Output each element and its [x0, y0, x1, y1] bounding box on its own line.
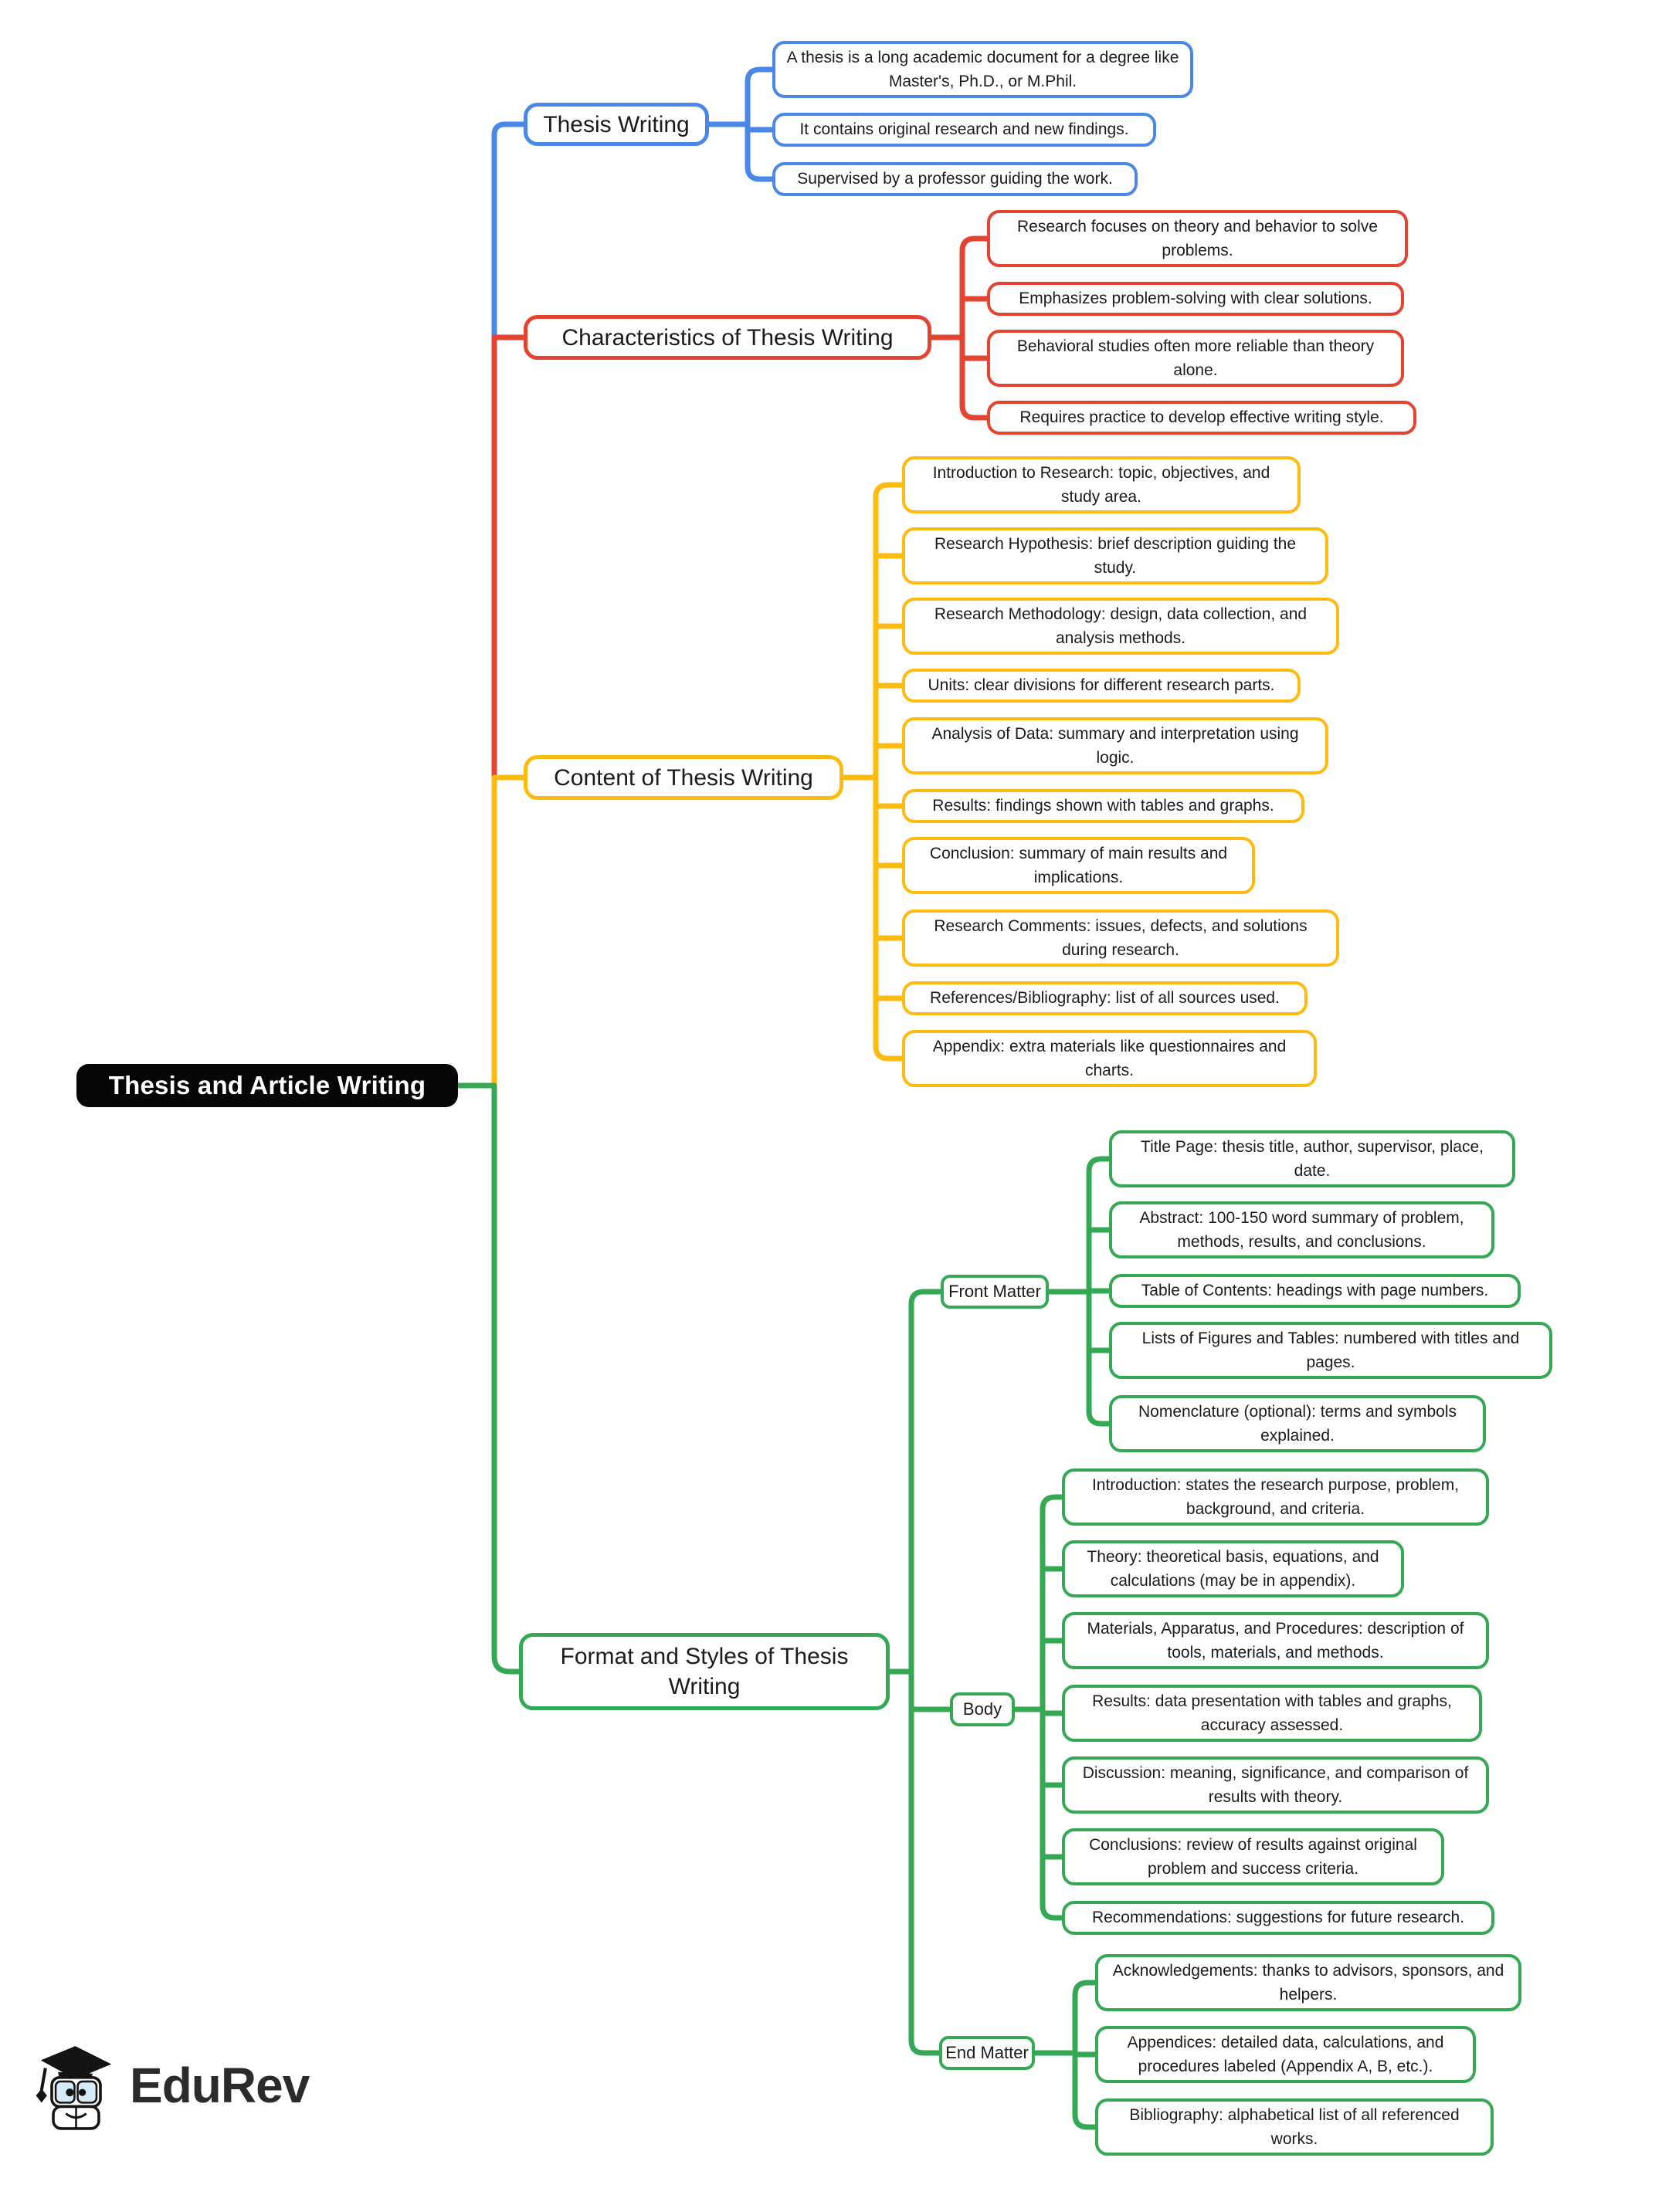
node-content-of-thesis-writing-child-text: Analysis of Data: summary and interpreta…	[931, 724, 1299, 767]
node-front-matter-child-text: Nomenclature (optional): terms and symbo…	[1138, 1402, 1457, 1445]
node-content-of-thesis-writing-child: Introduction to Research: topic, objecti…	[902, 456, 1301, 513]
node-thesis-writing-child: It contains original research and new fi…	[772, 113, 1156, 147]
node-content-of-thesis-writing-child: Research Hypothesis: brief description g…	[902, 527, 1328, 584]
node-front-matter-child-text: Abstract: 100-150 word summary of proble…	[1139, 1208, 1464, 1252]
node-body-child-text: Conclusions: review of results against o…	[1089, 1835, 1417, 1878]
connector-line	[745, 66, 772, 182]
connector-line	[908, 1289, 941, 2056]
branch-label-characteristics-of-thesis-writing-text: Characteristics of Thesis Writing	[561, 324, 894, 351]
node-content-of-thesis-writing-child-text: Research Methodology: design, data colle…	[934, 605, 1308, 648]
node-body-child: Results: data presentation with tables a…	[1062, 1685, 1482, 1742]
section-label-body: Body	[950, 1692, 1015, 1726]
node-characteristics-of-thesis-writing-child-text: Research focuses on theory and behavior …	[1017, 217, 1378, 260]
node-thesis-writing-child: Supervised by a professor guiding the wo…	[772, 162, 1138, 196]
node-front-matter-child-text: Title Page: thesis title, author, superv…	[1141, 1137, 1484, 1181]
node-end-matter-child: Bibliography: alphabetical list of all r…	[1095, 2099, 1494, 2156]
node-characteristics-of-thesis-writing-child: Emphasizes problem-solving with clear so…	[987, 282, 1404, 316]
section-label-end-matter: End Matter	[939, 2036, 1035, 2070]
connector-line	[491, 121, 524, 337]
branch-label-thesis-writing-text: Thesis Writing	[543, 111, 690, 137]
node-body-child-text: Theory: theoretical basis, equations, an…	[1087, 1547, 1379, 1590]
node-content-of-thesis-writing-child: Appendix: extra materials like questionn…	[902, 1030, 1317, 1087]
section-label-front-matter: Front Matter	[941, 1275, 1049, 1309]
node-front-matter-child: Abstract: 100-150 word summary of proble…	[1109, 1201, 1494, 1258]
node-end-matter-child-text: Acknowledgements: thanks to advisors, sp…	[1112, 1961, 1504, 2004]
branch-label-format-and-styles-of-thesis-writing-text: Format and Styles of Thesis Writing	[560, 1644, 849, 1699]
node-body-child: Discussion: meaning, significance, and c…	[1062, 1756, 1489, 1814]
connector-line	[959, 235, 987, 421]
root-node: Thesis and Article Writing	[76, 1064, 458, 1107]
node-content-of-thesis-writing-child: Units: clear divisions for different res…	[902, 669, 1301, 703]
branch-label-thesis-writing: Thesis Writing	[524, 103, 709, 146]
node-body-child-text: Recommendations: suggestions for future …	[1091, 1909, 1465, 1927]
edurev-logo-text: EduRev	[130, 2058, 310, 2113]
node-thesis-writing-child-text: It contains original research and new fi…	[799, 120, 1129, 139]
branch-label-characteristics-of-thesis-writing: Characteristics of Thesis Writing	[524, 315, 931, 360]
node-content-of-thesis-writing-child: Results: findings shown with tables and …	[902, 789, 1304, 823]
node-body-child: Theory: theoretical basis, equations, an…	[1062, 1540, 1404, 1597]
node-body-child: Conclusions: review of results against o…	[1062, 1828, 1444, 1885]
section-label-end-matter-text: End Matter	[945, 2043, 1029, 2062]
node-body-child: Recommendations: suggestions for future …	[1062, 1901, 1494, 1935]
node-content-of-thesis-writing-child: Research Comments: issues, defects, and …	[902, 910, 1339, 967]
node-front-matter-child-text: Lists of Figures and Tables: numbered wi…	[1141, 1329, 1520, 1372]
node-content-of-thesis-writing-child-text: Research Hypothesis: brief description g…	[934, 534, 1297, 578]
node-content-of-thesis-writing-child: Analysis of Data: summary and interpreta…	[902, 717, 1328, 774]
node-front-matter-child-text: Table of Contents: headings with page nu…	[1141, 1282, 1489, 1300]
node-body-child: Introduction: states the research purpos…	[1062, 1468, 1489, 1526]
node-body-child: Materials, Apparatus, and Procedures: de…	[1062, 1612, 1489, 1669]
node-characteristics-of-thesis-writing-child: Research focuses on theory and behavior …	[987, 210, 1408, 267]
node-body-child-text: Introduction: states the research purpos…	[1091, 1475, 1460, 1519]
edurev-mascot-icon	[36, 2046, 112, 2130]
node-front-matter-child: Lists of Figures and Tables: numbered wi…	[1109, 1322, 1552, 1379]
node-thesis-writing-child: A thesis is a long academic document for…	[772, 41, 1193, 98]
section-label-body-text: Body	[962, 1699, 1002, 1719]
node-content-of-thesis-writing-child-text: References/Bibliography: list of all sou…	[930, 989, 1280, 1008]
node-end-matter-child: Appendices: detailed data, calculations,…	[1095, 2026, 1476, 2083]
node-body-child-text: Results: data presentation with tables a…	[1092, 1692, 1452, 1735]
node-content-of-thesis-writing-child: Research Methodology: design, data colle…	[902, 598, 1339, 655]
connector-line	[873, 482, 902, 1062]
node-end-matter-child-text: Appendices: detailed data, calculations,…	[1127, 2033, 1444, 2076]
node-body-child-text: Materials, Apparatus, and Procedures: de…	[1087, 1619, 1464, 1662]
node-end-matter-child: Acknowledgements: thanks to advisors, sp…	[1095, 1954, 1521, 2011]
connector-line	[491, 334, 524, 777]
node-thesis-writing-child-text: Supervised by a professor guiding the wo…	[797, 170, 1113, 188]
connector-line	[1040, 1494, 1062, 1921]
connector-line	[491, 774, 524, 1086]
node-characteristics-of-thesis-writing-child-text: Emphasizes problem-solving with clear so…	[1019, 290, 1372, 308]
node-content-of-thesis-writing-child-text: Research Comments: issues, defects, and …	[934, 916, 1308, 960]
edurev-logo: EduRev	[34, 2038, 310, 2132]
section-label-front-matter-text: Front Matter	[948, 1282, 1041, 1301]
branch-label-content-of-thesis-writing-text: Content of Thesis Writing	[554, 764, 813, 791]
node-front-matter-child: Table of Contents: headings with page nu…	[1109, 1274, 1521, 1308]
node-content-of-thesis-writing-child-text: Appendix: extra materials like questionn…	[932, 1037, 1287, 1080]
node-content-of-thesis-writing-child: References/Bibliography: list of all sou…	[902, 981, 1308, 1015]
node-characteristics-of-thesis-writing-child: Behavioral studies often more reliable t…	[987, 330, 1404, 387]
node-front-matter-child: Nomenclature (optional): terms and symbo…	[1109, 1395, 1486, 1452]
node-end-matter-child-text: Bibliography: alphabetical list of all r…	[1129, 2105, 1460, 2149]
node-front-matter-child: Title Page: thesis title, author, superv…	[1109, 1130, 1515, 1187]
branch-label-format-and-styles-of-thesis-writing: Format and Styles of Thesis Writing	[519, 1633, 890, 1710]
branch-label-content-of-thesis-writing: Content of Thesis Writing	[524, 755, 843, 800]
root-node-text: Thesis and Article Writing	[108, 1071, 426, 1099]
connector-line	[458, 1082, 519, 1675]
node-characteristics-of-thesis-writing-child: Requires practice to develop effective w…	[987, 401, 1416, 435]
node-content-of-thesis-writing-child-text: Results: findings shown with tables and …	[932, 797, 1274, 815]
node-thesis-writing-child-text: A thesis is a long academic document for…	[786, 48, 1179, 91]
node-body-child-text: Discussion: meaning, significance, and c…	[1082, 1763, 1469, 1807]
node-content-of-thesis-writing-child: Conclusion: summary of main results and …	[902, 837, 1255, 894]
node-content-of-thesis-writing-child-text: Units: clear divisions for different res…	[928, 676, 1275, 695]
node-content-of-thesis-writing-child-text: Introduction to Research: topic, objecti…	[932, 463, 1270, 506]
node-characteristics-of-thesis-writing-child-text: Requires practice to develop effective w…	[1019, 408, 1384, 427]
node-characteristics-of-thesis-writing-child-text: Behavioral studies often more reliable t…	[1016, 337, 1375, 380]
node-content-of-thesis-writing-child-text: Conclusion: summary of main results and …	[929, 844, 1228, 887]
